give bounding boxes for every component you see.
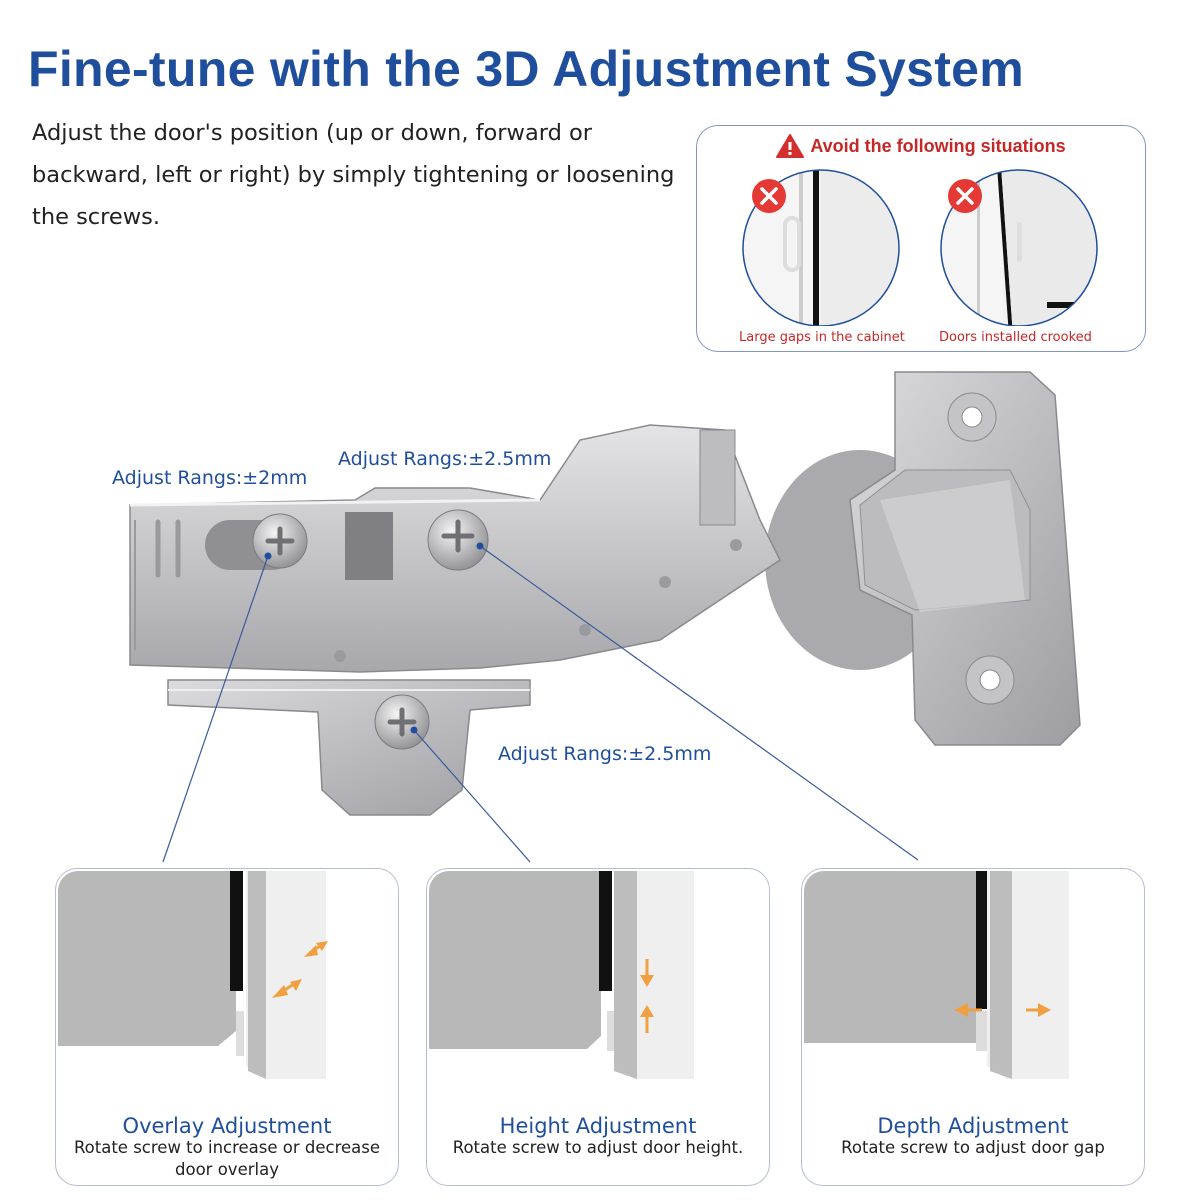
warning-heading: Avoid the following situations: [697, 134, 1145, 158]
warning-heading-text: Avoid the following situations: [810, 136, 1066, 156]
overlay-arrow-icon: [272, 941, 328, 998]
overlay-leader-line: [162, 555, 269, 863]
warning-caption-crooked: Doors installed crooked: [939, 330, 1092, 345]
depth-adjustment-diagram: [804, 871, 1142, 1101]
mounting-plate: [167, 679, 531, 816]
height-adjustment-diagram: [429, 871, 767, 1101]
warning-box: Avoid the following situations: [696, 125, 1146, 352]
height-adjustment-title: Height Adjustment: [499, 1114, 697, 1138]
overlay-range-label: Adjust Rangs:±2mm: [112, 467, 308, 489]
height-adjustment-text: Rotate screw to adjust door height.: [452, 1138, 744, 1157]
x-circle-icon: [948, 179, 982, 213]
overlay-adjustment-card: Overlay Adjustment Rotate screw to incre…: [55, 868, 399, 1186]
depth-adjustment-title: Depth Adjustment: [877, 1114, 1069, 1138]
overlay-screw-icon: [252, 513, 308, 569]
page-title: Fine-tune with the 3D Adjustment System: [28, 41, 1025, 97]
depth-arrow-icon: [954, 1003, 1051, 1017]
depth-screw-icon: [427, 509, 489, 571]
description-text: Adjust the door's position (up or down, …: [32, 120, 675, 230]
depth-adjustment-card: Depth Adjustment Rotate screw to adjust …: [801, 868, 1145, 1186]
warning-triangle-icon: [776, 134, 805, 158]
height-screw-icon: [374, 694, 430, 750]
overlay-adjustment-text: Rotate screw to increase or decrease doo…: [73, 1138, 381, 1179]
x-circle-icon: [752, 179, 786, 213]
height-arrow-icon: [640, 959, 654, 1033]
depth-range-label: Adjust Rangs:±2.5mm: [338, 448, 552, 470]
height-leader-line: [413, 729, 531, 863]
height-adjustment-card: Height Adjustment Rotate screw to adjust…: [426, 868, 770, 1186]
warning-caption-gaps: Large gaps in the cabinet: [739, 330, 905, 345]
depth-adjustment-text: Rotate screw to adjust door gap: [841, 1138, 1105, 1157]
depth-leader-line: [479, 545, 919, 861]
height-range-label: Adjust Rangs:±2.5mm: [498, 743, 712, 765]
overlay-adjustment-diagram: [58, 871, 396, 1101]
warning-illustrations: [742, 169, 1098, 326]
overlay-adjustment-title: Overlay Adjustment: [122, 1114, 332, 1138]
